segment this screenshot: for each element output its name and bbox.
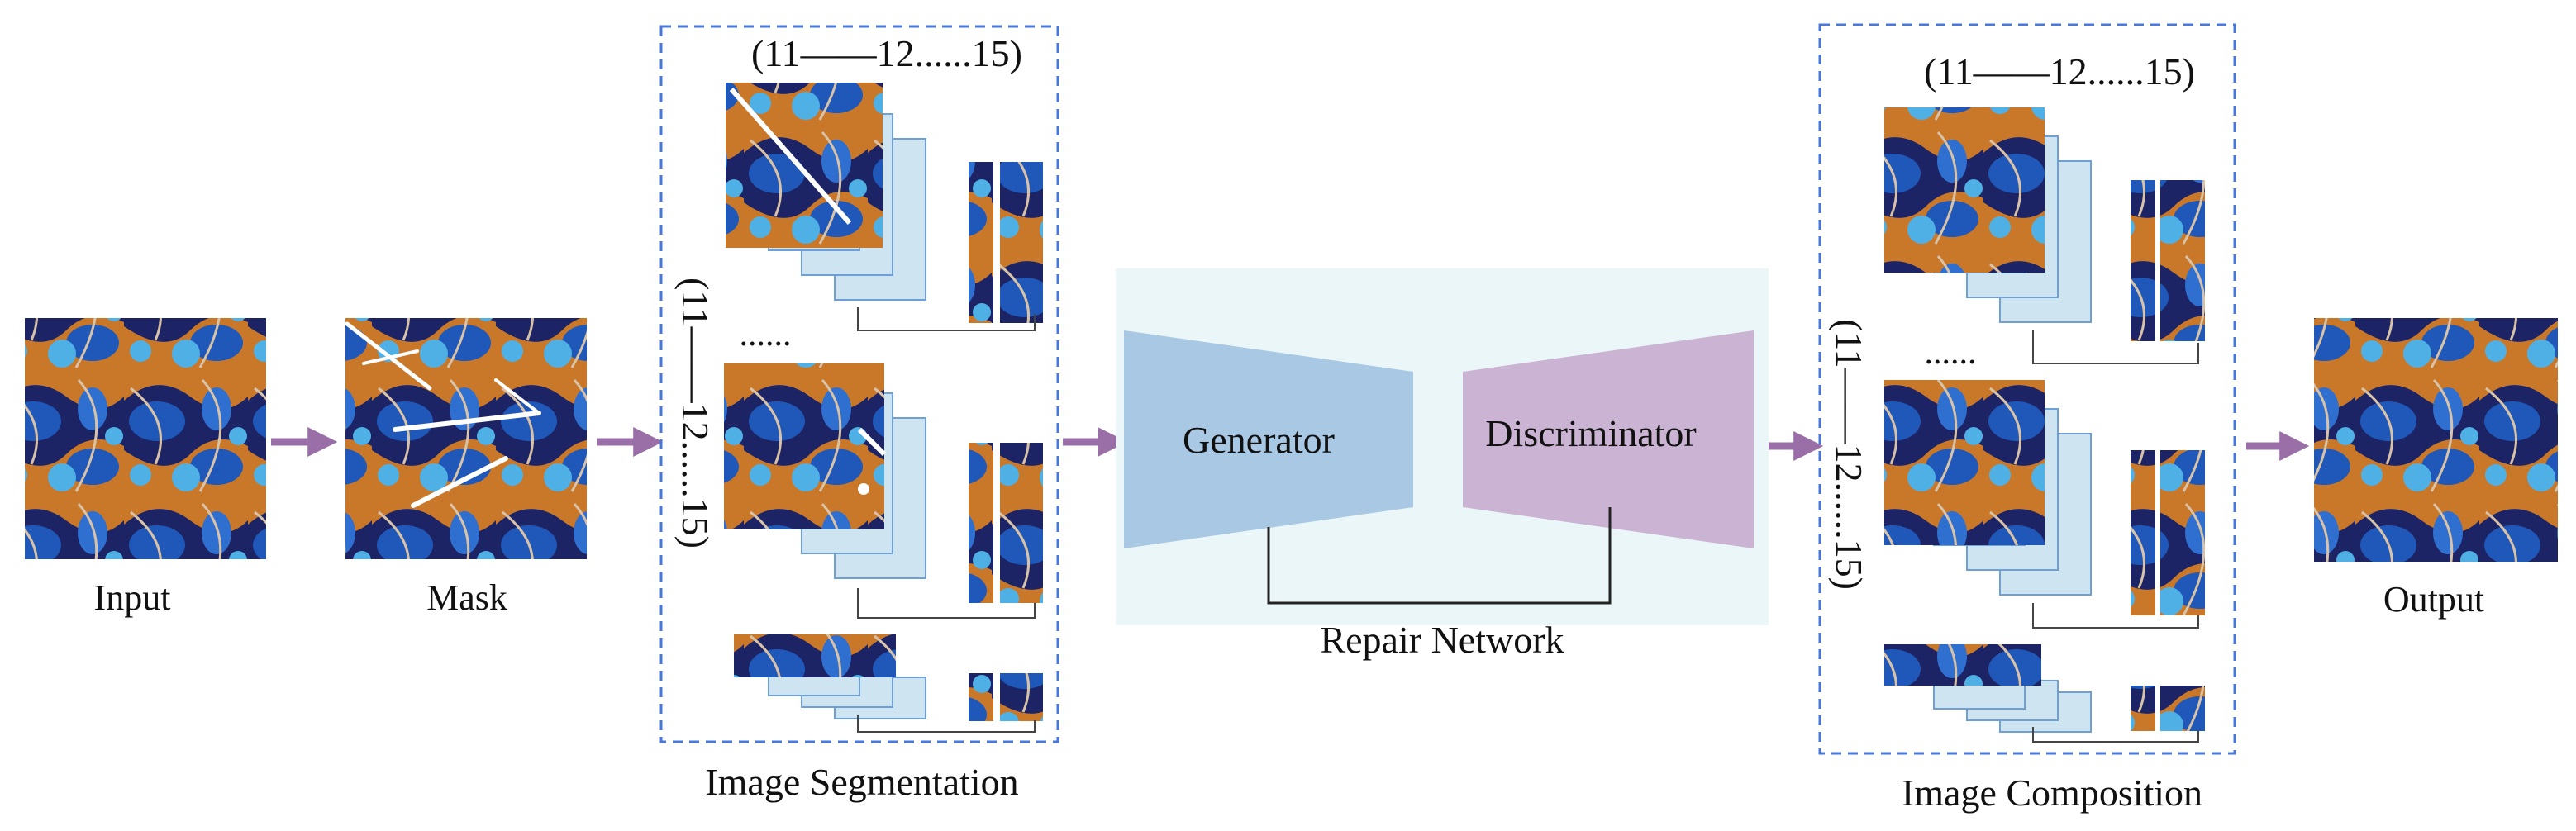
discriminator-block	[1463, 330, 1754, 548]
segmentation-sequence-side: (11——12......15)	[674, 278, 717, 548]
segmentation-ellipsis: ......	[740, 316, 792, 354]
output-image	[2314, 318, 2558, 562]
generator-block	[1124, 330, 1413, 548]
segmentation-stack-2	[724, 363, 1043, 619]
mask-image	[345, 318, 587, 559]
composition-stack-2	[1884, 380, 2205, 629]
input-image	[25, 318, 266, 559]
repair-network-label: Repair Network	[1320, 619, 1564, 661]
discriminator-label: Discriminator	[1485, 412, 1697, 454]
composition-label: Image Composition	[1902, 772, 2202, 814]
composition-ellipsis: ......	[1925, 334, 1977, 372]
mask-scratches	[345, 321, 541, 508]
composition-box	[1818, 23, 2236, 755]
output-label: Output	[2383, 579, 2484, 620]
generator-discriminator-link	[1267, 507, 1612, 605]
segmentation-label: Image Segmentation	[705, 761, 1018, 803]
mask-label: Mask	[426, 577, 507, 618]
segmentation-stack-3	[734, 634, 1043, 733]
input-label: Input	[94, 577, 171, 618]
composition-stack-3	[1884, 644, 2205, 743]
segmentation-sequence-top: (11——12......15)	[751, 32, 1022, 74]
composition-sequence-top: (11——12......15)	[1924, 50, 2195, 93]
segmentation-box	[659, 25, 1059, 743]
composition-stack-1	[1884, 107, 2205, 364]
generator-label: Generator	[1183, 419, 1335, 461]
composition-sequence-side: (11——12......15)	[1828, 319, 1870, 590]
segmentation-stack-1	[726, 83, 1043, 331]
